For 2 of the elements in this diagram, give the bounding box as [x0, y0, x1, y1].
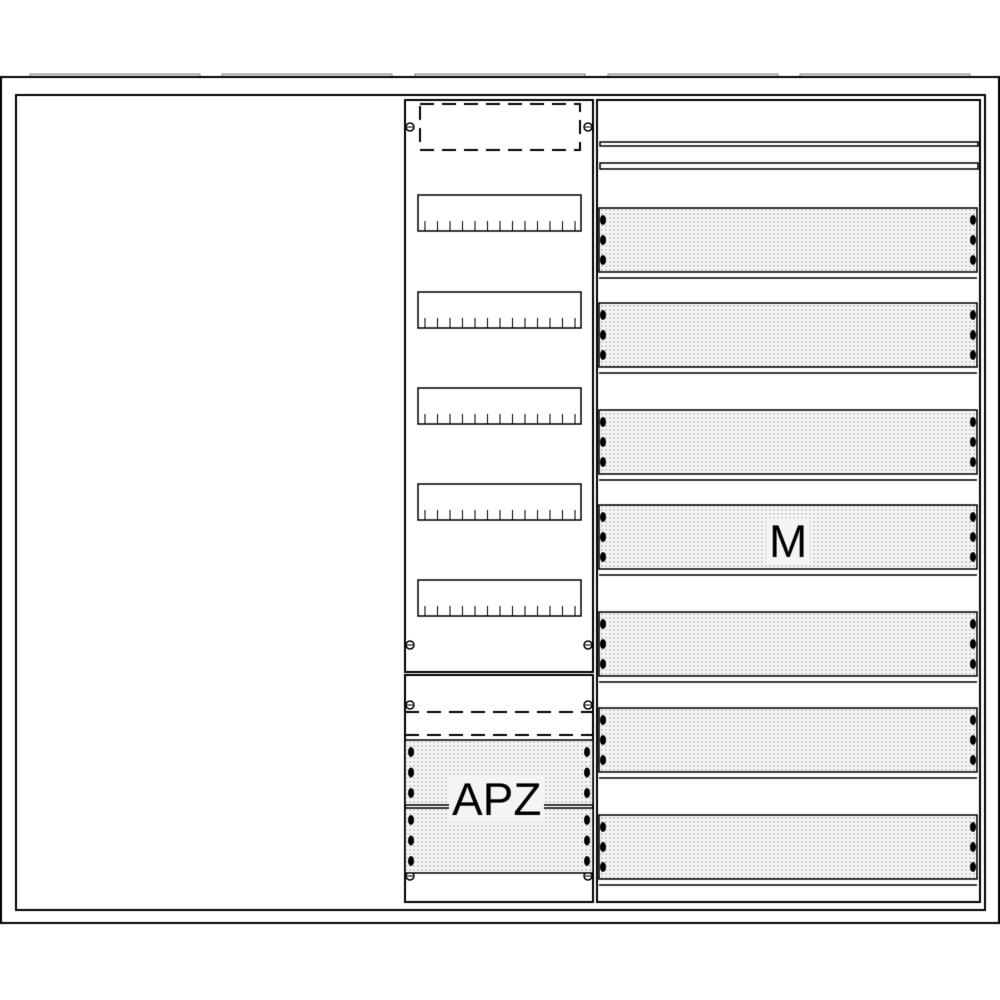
- panel-label: M: [766, 518, 810, 564]
- panel-label: APZ: [449, 776, 544, 822]
